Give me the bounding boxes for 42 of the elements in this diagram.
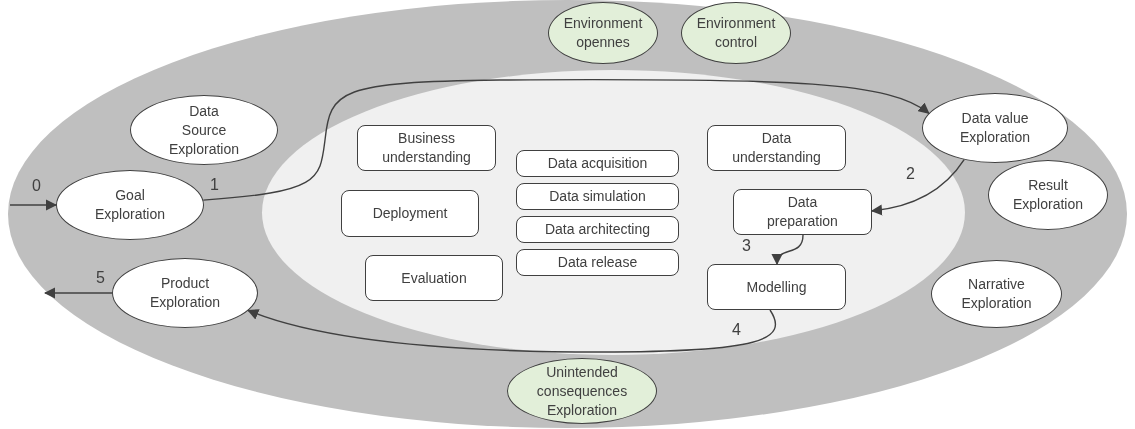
process-box [516,249,679,276]
node-label: Data understanding [731,129,822,167]
edge-label: 1 [210,175,219,195]
edge-label: 4 [732,320,741,340]
node-label: Unintended consequences Exploration [535,362,629,420]
process-box [516,183,679,210]
node-label: Data Source Exploration [167,101,240,159]
node-label: Business understanding [381,129,472,167]
node-label: Data architecting [543,220,652,239]
edge-label: 3 [742,236,751,256]
node-label: Narrative Exploration [960,275,1033,313]
node-label: Modelling [745,277,808,297]
node-label: Goal Exploration [93,186,166,224]
node-label: Data preparation [766,193,839,231]
node-label: Data release [556,253,639,272]
process-box [707,125,846,171]
arrow [772,234,804,266]
edge-label: 2 [906,164,915,184]
node-label: Result Exploration [1011,176,1084,214]
process-box [365,255,503,301]
edge-label: 0 [32,176,41,196]
process-box [516,150,679,177]
node-label: Environment opennes [562,14,644,52]
node-label: Data simulation [548,187,647,206]
process-box [516,216,679,243]
node-label: Deployment [371,204,449,223]
node-label: Evaluation [400,268,468,288]
arrow [202,78,930,201]
edge-label: 5 [96,268,105,288]
arrow [9,199,58,211]
process-box [357,125,496,171]
process-box [707,264,846,310]
ellipse-node [922,93,1068,163]
node-label: Data value Exploration [958,109,1031,147]
arrow [247,308,777,353]
process-box [341,190,479,237]
arrow [43,287,113,299]
node-label: Data acquisition [546,154,649,173]
process-box [733,189,872,235]
node-label: Environment control [695,14,777,52]
node-label: Product Exploration [148,274,221,312]
arrow [870,159,965,216]
